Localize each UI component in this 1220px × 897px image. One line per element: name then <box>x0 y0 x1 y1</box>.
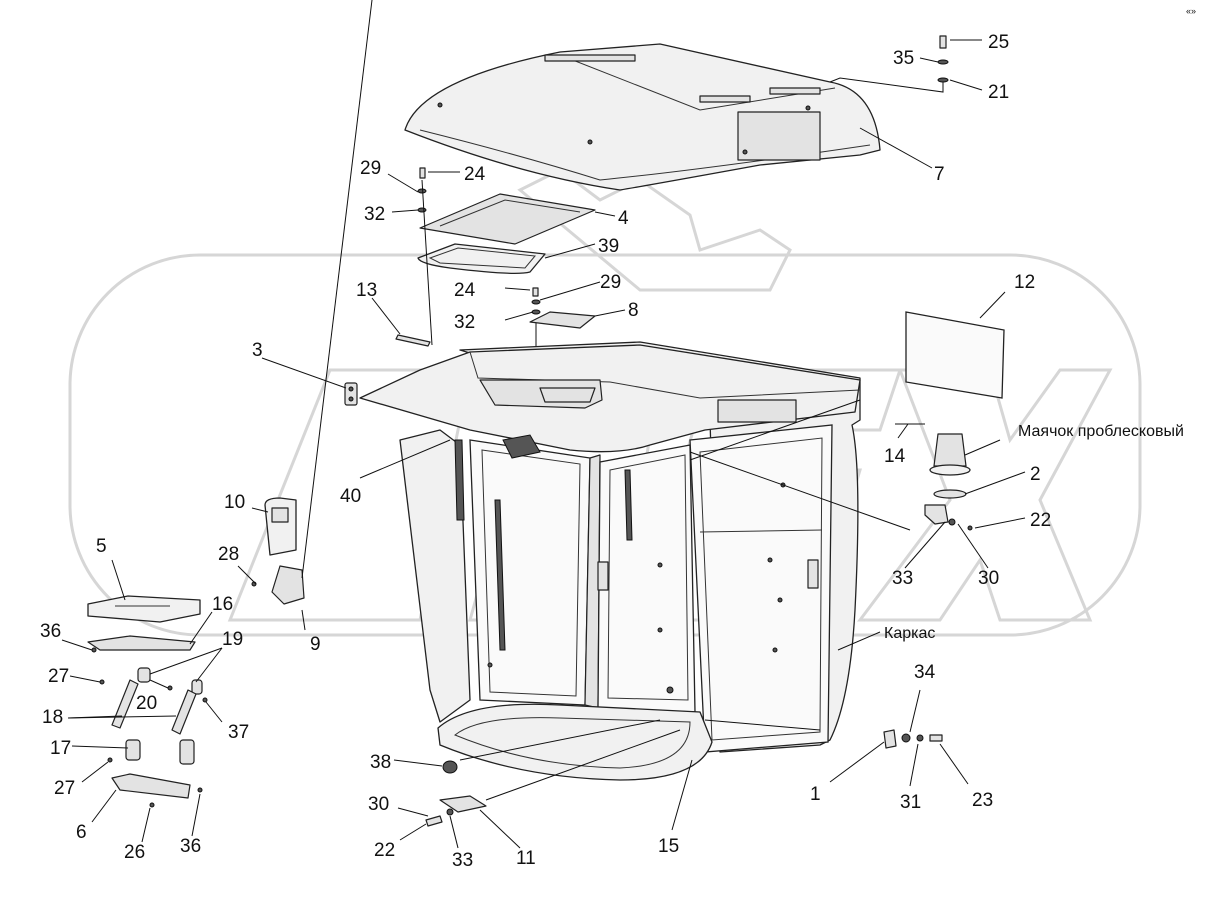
ventilation-unit <box>87 595 201 651</box>
callout-11: 11 <box>516 848 536 869</box>
callout-29b: 29 <box>600 272 621 293</box>
flashing-beacon <box>924 433 973 531</box>
roof-fastener <box>829 35 949 93</box>
callout-40: 40 <box>340 486 361 507</box>
callout-27: 27 <box>48 666 69 687</box>
callout-30: 30 <box>978 568 999 589</box>
callout-14: 14 <box>884 446 906 467</box>
callout-25: 25 <box>988 32 1009 53</box>
callout-26: 26 <box>124 842 145 863</box>
lower-bracket <box>425 795 487 827</box>
callout-10: 10 <box>224 492 245 513</box>
callout-20: 20 <box>136 693 157 714</box>
callout-2: 2 <box>1030 464 1041 485</box>
callout-30b: 30 <box>368 794 389 815</box>
callout-31: 31 <box>900 792 921 813</box>
cover-plate <box>529 311 596 329</box>
roof-panel <box>404 43 881 191</box>
callout-28: 28 <box>218 544 239 565</box>
cab-frame <box>359 341 861 781</box>
callout-36b: 36 <box>180 836 201 857</box>
side-window-panel <box>905 311 1005 399</box>
bracket-part <box>344 382 358 406</box>
frame-label: Каркас <box>884 625 935 642</box>
callout-24b: 24 <box>454 280 476 301</box>
callout-21: 21 <box>988 82 1009 103</box>
callout-5: 5 <box>96 536 107 557</box>
hinge-assembly <box>91 647 208 808</box>
callout-8: 8 <box>628 300 639 321</box>
callout-33: 33 <box>892 568 913 589</box>
callout-23: 23 <box>972 790 993 811</box>
callout-35: 35 <box>893 48 914 69</box>
door-latch <box>883 729 943 749</box>
callout-1: 1 <box>810 784 821 805</box>
callout-33b: 33 <box>452 850 473 871</box>
callout-9: 9 <box>310 634 321 655</box>
callout-39: 39 <box>598 236 619 257</box>
callout-32b: 32 <box>454 312 475 333</box>
callout-34: 34 <box>914 662 936 683</box>
callout-22: 22 <box>1030 510 1051 531</box>
callout-12: 12 <box>1014 272 1035 293</box>
callout-7: 7 <box>934 164 945 185</box>
callout-3: 3 <box>252 340 263 361</box>
callout-22b: 22 <box>374 840 395 861</box>
callout-17: 17 <box>50 738 71 759</box>
callout-32: 32 <box>364 204 385 225</box>
callout-15: 15 <box>658 836 679 857</box>
callout-18: 18 <box>42 707 63 728</box>
callout-6: 6 <box>76 822 87 843</box>
callout-37: 37 <box>228 722 249 743</box>
roof-hatch <box>417 193 596 274</box>
callout-numbers: 25 35 21 7 29 24 32 4 39 24 29 32 8 13 3… <box>40 32 1051 871</box>
corner-mark: «» <box>1186 6 1196 16</box>
grommet <box>442 760 458 774</box>
leader-lines <box>61 0 1026 849</box>
callout-27b: 27 <box>54 778 75 799</box>
control-switch-panel <box>251 497 305 605</box>
callout-4: 4 <box>618 208 629 229</box>
callout-16: 16 <box>212 594 233 615</box>
callout-36: 36 <box>40 621 61 642</box>
callout-13: 13 <box>356 280 377 301</box>
callout-29: 29 <box>360 158 381 179</box>
callout-19: 19 <box>222 629 243 650</box>
callout-24: 24 <box>464 164 486 185</box>
callout-38: 38 <box>370 752 391 773</box>
beacon-label: Маячок проблесковый <box>1018 423 1184 440</box>
rod-part <box>395 334 431 347</box>
